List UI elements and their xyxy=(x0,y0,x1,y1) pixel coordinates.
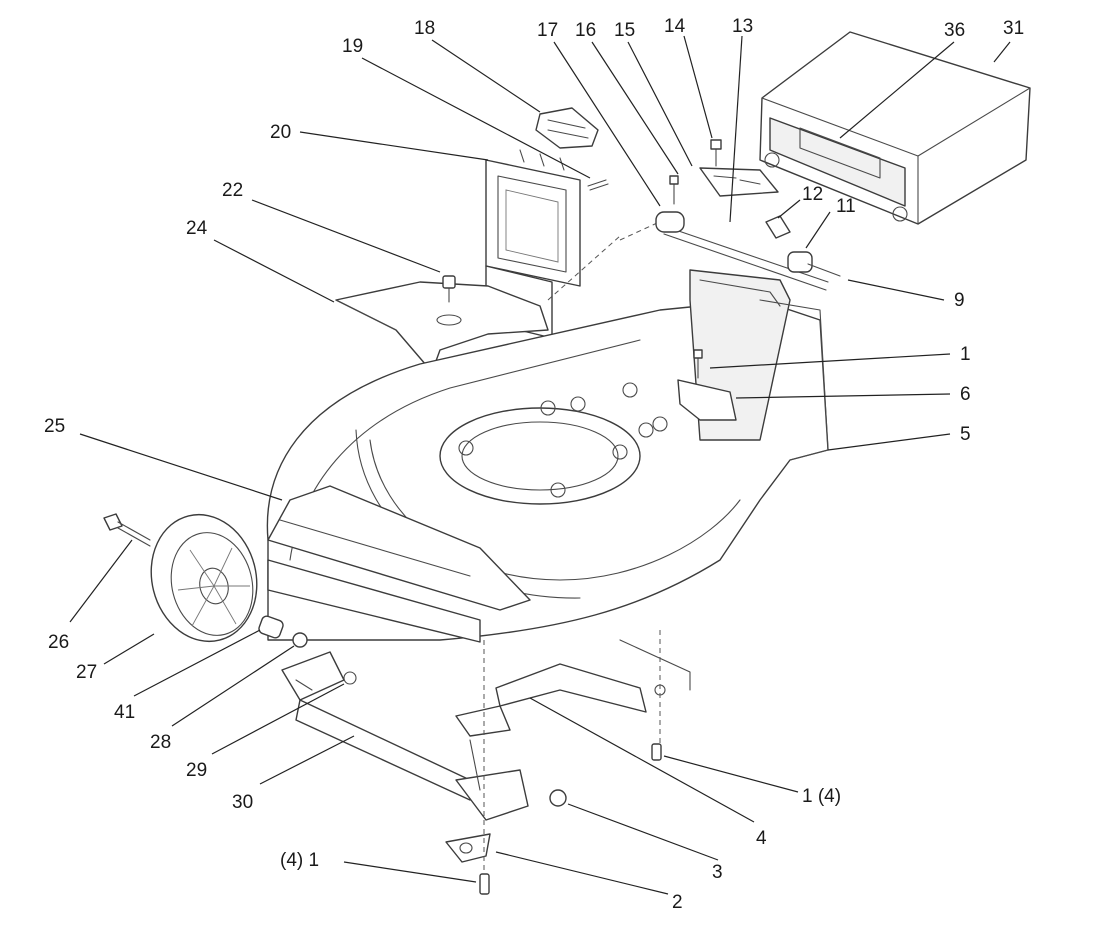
callout-labels: 18 19 17 16 15 14 13 36 31 20 22 24 12 1… xyxy=(44,16,1024,913)
callout-14: 14 xyxy=(664,16,686,37)
callout-15: 15 xyxy=(614,20,635,41)
callout-3: 3 xyxy=(712,862,723,883)
part-15-latch xyxy=(699,167,779,197)
part-18-grip xyxy=(535,107,599,149)
callout-12: 12 xyxy=(802,184,823,205)
callout-20: 20 xyxy=(270,122,291,143)
part-4-rear-flap xyxy=(455,639,691,737)
part-26-wheel-bolt xyxy=(103,513,151,547)
callout-19: 19 xyxy=(342,36,363,57)
part-28-washer xyxy=(292,632,308,648)
part-29-axle-bracket xyxy=(281,651,357,701)
part-19-pin xyxy=(587,179,609,191)
callout-22: 22 xyxy=(222,180,243,201)
callout-25: 25 xyxy=(44,416,65,437)
leader-lines xyxy=(69,35,1011,895)
callout-17: 17 xyxy=(537,20,558,41)
part-2-plate xyxy=(445,833,491,863)
part-12-clip xyxy=(765,215,791,239)
part-9-rod-end xyxy=(807,263,841,277)
callout-28: 28 xyxy=(150,732,171,753)
part-6-bracket xyxy=(677,349,737,421)
part-1-screw-right xyxy=(651,743,662,761)
part-41-spacer xyxy=(258,615,284,639)
part-17-bushing xyxy=(655,211,685,233)
callout-2: 2 xyxy=(672,892,683,913)
callout-41: 41 xyxy=(114,702,135,723)
callout-5: 5 xyxy=(960,424,971,445)
part-27-wheel xyxy=(150,513,258,643)
part-31-bag-housing xyxy=(759,31,1031,225)
callout-13: 13 xyxy=(732,16,753,37)
part-36-label-window xyxy=(799,127,881,179)
alignment-lines xyxy=(483,235,661,874)
callout-1-top: 1 xyxy=(960,344,971,365)
callout-24: 24 xyxy=(186,218,208,239)
part-11-bushing xyxy=(787,251,813,273)
part-14-screw xyxy=(710,139,722,167)
callout-30: 30 xyxy=(232,792,253,813)
part-1-screw-bottom xyxy=(479,873,490,895)
callout-16: 16 xyxy=(575,20,596,41)
part-3-bushing xyxy=(549,789,567,807)
callout-1-four-right: 1 (4) xyxy=(802,786,841,807)
callout-31: 31 xyxy=(1003,18,1024,39)
callout-27: 27 xyxy=(76,662,97,683)
callout-4: 4 xyxy=(756,828,767,849)
part-22-bolt xyxy=(436,275,462,326)
part-30-rear-axle xyxy=(295,699,529,821)
callout-9: 9 xyxy=(954,290,965,311)
part-16-screw xyxy=(669,175,679,205)
callout-6: 6 xyxy=(960,384,971,405)
callout-29: 29 xyxy=(186,760,207,781)
callout-1-four-left: (4) 1 xyxy=(280,850,319,871)
callout-26: 26 xyxy=(48,632,69,653)
callout-11: 11 xyxy=(836,196,856,217)
callout-36: 36 xyxy=(944,20,965,41)
callout-18: 18 xyxy=(414,18,435,39)
